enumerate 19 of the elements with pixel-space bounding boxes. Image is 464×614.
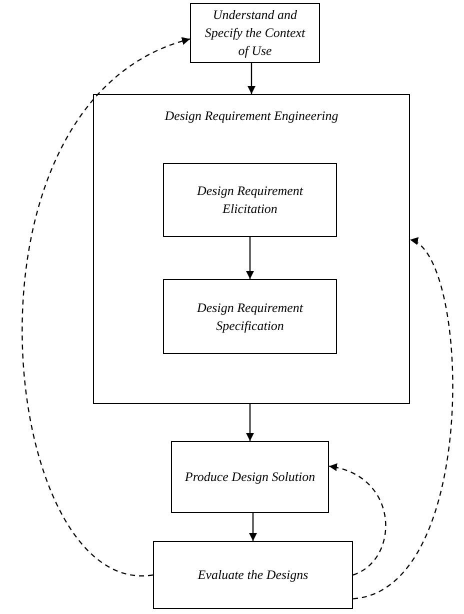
arrow	[328, 464, 386, 576]
arrow	[352, 239, 454, 600]
process-box	[163, 163, 337, 237]
arrow	[246, 237, 254, 279]
box-label: Design Requirement Elicitation	[196, 182, 304, 218]
box-label: Evaluate the Designs	[198, 566, 308, 584]
process-box	[171, 441, 329, 513]
box-label: Produce Design Solution	[184, 468, 316, 486]
process-box	[153, 541, 353, 609]
process-box	[93, 94, 410, 404]
arrow	[248, 63, 256, 94]
arrow	[246, 404, 254, 441]
box-label: Understand and Specify the Context of Use	[204, 6, 306, 60]
arrow	[249, 513, 257, 541]
process-box	[163, 279, 337, 354]
box-label: Design Requirement Engineering	[164, 107, 338, 125]
arrow	[22, 38, 190, 576]
process-box	[190, 3, 320, 63]
box-label: Design Requirement Specification	[196, 298, 304, 334]
